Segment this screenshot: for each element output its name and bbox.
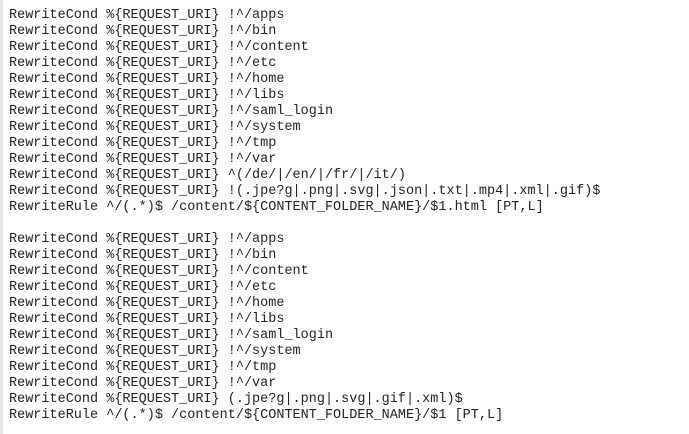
rewrite-cond-line: RewriteCond %{REQUEST_URI} !(.jpe?g|.png… (9, 184, 601, 199)
rewrite-cond-line: RewriteCond %{REQUEST_URI} !^/saml_login (9, 104, 334, 119)
rewrite-cond-line: RewriteCond %{REQUEST_URI} !^/libs (9, 312, 285, 327)
blank-line (9, 216, 600, 232)
rewrite-cond-line: RewriteCond %{REQUEST_URI} !^/system (9, 344, 301, 359)
rewrite-cond-line: RewriteCond %{REQUEST_URI} !^/system (9, 120, 301, 135)
rewrite-cond-line: RewriteCond %{REQUEST_URI} !^/bin (9, 24, 277, 39)
rewrite-cond-line: RewriteCond %{REQUEST_URI} !^/saml_login (9, 328, 334, 343)
rewrite-cond-line: RewriteCond %{REQUEST_URI} !^/content (9, 40, 309, 55)
rewrite-cond-line: RewriteCond %{REQUEST_URI} ^(/de/|/en/|/… (9, 168, 406, 183)
rewrite-cond-line: RewriteCond %{REQUEST_URI} !^/tmp (9, 136, 277, 151)
rewrite-rule-line: RewriteRule ^/(.*)$ /content/${CONTENT_F… (9, 408, 504, 423)
rewrite-rule-line: RewriteRule ^/(.*)$ /content/${CONTENT_F… (9, 200, 544, 215)
rewrite-cond-line: RewriteCond %{REQUEST_URI} !^/etc (9, 56, 277, 71)
rewrite-cond-line: RewriteCond %{REQUEST_URI} (.jpe?g|.png|… (9, 392, 463, 407)
rewrite-cond-line: RewriteCond %{REQUEST_URI} !^/bin (9, 248, 277, 263)
rewrite-cond-line: RewriteCond %{REQUEST_URI} !^/tmp (9, 360, 277, 375)
rewrite-cond-line: RewriteCond %{REQUEST_URI} !^/etc (9, 280, 277, 295)
rewrite-cond-line: RewriteCond %{REQUEST_URI} !^/home (9, 72, 285, 87)
rewrite-cond-line: RewriteCond %{REQUEST_URI} !^/home (9, 296, 285, 311)
left-gutter-border (0, 0, 3, 434)
rewrite-cond-line: RewriteCond %{REQUEST_URI} !^/content (9, 264, 309, 279)
rewrite-cond-line: RewriteCond %{REQUEST_URI} !^/apps (9, 8, 285, 23)
rewrite-cond-line: RewriteCond %{REQUEST_URI} !^/var (9, 152, 277, 167)
rewrite-cond-line: RewriteCond %{REQUEST_URI} !^/var (9, 376, 277, 391)
rewrite-cond-line: RewriteCond %{REQUEST_URI} !^/apps (9, 232, 285, 247)
rewrite-cond-line: RewriteCond %{REQUEST_URI} !^/libs (9, 88, 285, 103)
